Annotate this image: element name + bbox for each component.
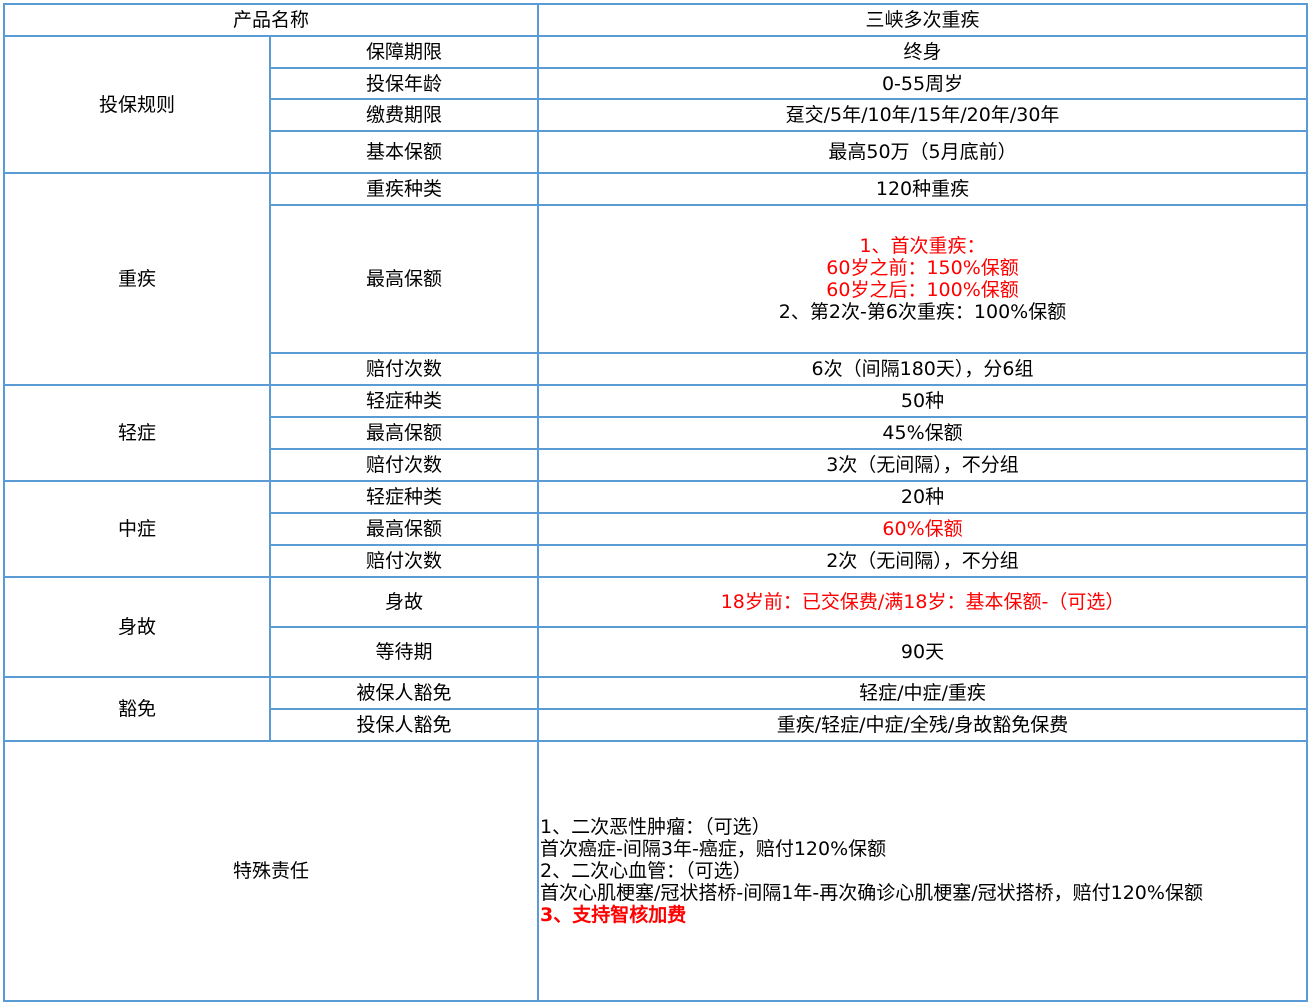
row-label: 被保人豁免 [268, 676, 540, 710]
critical-max-line: 2、第2次-第6次重疾：100%保额 [778, 301, 1067, 323]
row-label: 重疾种类 [268, 172, 540, 206]
row-value: 90天 [537, 626, 1309, 678]
row-label: 保障期限 [268, 35, 540, 69]
table-row: 最高保额 60%保额 [4, 512, 1309, 546]
row-label: 投保年龄 [268, 67, 540, 100]
row-value: 18岁前：已交保费/满18岁：基本保额-（可选） [537, 576, 1309, 628]
row-value: 终身 [537, 35, 1309, 69]
group-label-waiver: 豁免 [3, 676, 271, 742]
row-value: 最高50万（5月底前） [537, 130, 1309, 174]
row-value: 120种重疾 [537, 172, 1309, 206]
group-label-death: 身故 [3, 576, 271, 678]
table-row: 基本保额 最高50万（5月底前） [4, 130, 1309, 174]
table-row: 赔付次数 6次（间隔180天），分6组 [4, 352, 1309, 386]
row-value: 3次（无间隔），不分组 [537, 448, 1309, 482]
group-label-mild: 轻症 [3, 384, 271, 482]
product-comparison-table: 产品名称 三峡多次重疾 投保规则 保障期限 终身 投保年龄 0-55周岁 缴费期… [2, 3, 1309, 1002]
table-row: 赔付次数 3次（无间隔），不分组 [4, 448, 1309, 482]
row-label: 最高保额 [268, 512, 540, 546]
row-value: 20种 [537, 480, 1309, 514]
row-value: 重疾/轻症/中症/全残/身故豁免保费 [537, 708, 1309, 742]
row-value: 轻症/中症/重疾 [537, 676, 1309, 710]
critical-max-line: 60岁之后：100%保额 [826, 279, 1019, 301]
table-row: 中症 轻症种类 20种 [3, 480, 1309, 578]
table-row: 重疾 重疾种类 120种重疾 [3, 172, 1309, 386]
special-value: 1、二次恶性肿瘤：（可选） 首次癌症-间隔3年-癌症，赔付120%保额 2、二次… [537, 740, 1309, 1002]
row-value: 50种 [537, 384, 1309, 418]
critical-max-line: 1、首次重疾： [859, 235, 986, 257]
row-label: 轻症种类 [268, 480, 540, 514]
table-row: 投保年龄 0-55周岁 [4, 67, 1309, 100]
product-name: 三峡多次重疾 [537, 3, 1309, 37]
special-line: 首次心肌梗塞/冠状搭桥-间隔1年-再次确诊心肌梗塞/冠状搭桥，赔付120%保额 [540, 882, 1203, 904]
row-label: 最高保额 [268, 204, 540, 354]
critical-max-value: 1、首次重疾： 60岁之前：150%保额 60岁之后：100%保额 2、第2次-… [537, 204, 1309, 354]
table-row: 身故 身故 18岁前：已交保费/满18岁：基本保额-（可选） [3, 576, 1309, 678]
group-label-rules: 投保规则 [3, 35, 271, 174]
special-line: 首次癌症-间隔3年-癌症，赔付120%保额 [540, 838, 887, 860]
table-row: 特殊责任 1、二次恶性肿瘤：（可选） 首次癌症-间隔3年-癌症，赔付120%保额… [2, 740, 1309, 1002]
group-label-moderate: 中症 [3, 480, 271, 578]
row-label: 赔付次数 [268, 448, 540, 482]
special-line: 2、二次心血管：（可选） [540, 860, 752, 882]
row-label: 赔付次数 [268, 352, 540, 386]
row-value: 6次（间隔180天），分6组 [537, 352, 1309, 386]
header-label: 产品名称 [2, 3, 540, 37]
row-label: 身故 [268, 576, 540, 628]
row-value: 60%保额 [537, 512, 1309, 546]
table-row: 缴费期限 趸交/5年/10年/15年/20年/30年 [4, 98, 1309, 132]
table-row: 轻症 轻症种类 50种 [3, 384, 1309, 482]
row-value: 2次（无间隔），不分组 [537, 544, 1309, 578]
special-label: 特殊责任 [2, 740, 540, 1002]
row-value: 趸交/5年/10年/15年/20年/30年 [537, 98, 1309, 132]
row-label: 赔付次数 [268, 544, 540, 578]
table-row: 最高保额 1、首次重疾： 60岁之前：150%保额 60岁之后：100%保额 2… [4, 204, 1309, 354]
row-value: 45%保额 [537, 416, 1309, 450]
table-row: 最高保额 45%保额 [4, 416, 1309, 450]
row-label: 投保人豁免 [268, 708, 540, 742]
special-highlight: 3、支持智核加费 [540, 904, 687, 926]
special-line: 1、二次恶性肿瘤：（可选） [540, 816, 771, 838]
row-label: 等待期 [268, 626, 540, 678]
critical-max-line: 60岁之前：150%保额 [826, 257, 1019, 279]
row-label: 最高保额 [268, 416, 540, 450]
row-label: 缴费期限 [268, 98, 540, 132]
table-row: 产品名称 三峡多次重疾 [2, 3, 1309, 37]
group-label-critical: 重疾 [3, 172, 271, 386]
table-row: 等待期 90天 [4, 626, 1309, 678]
row-label: 基本保额 [268, 130, 540, 174]
table-row: 赔付次数 2次（无间隔），不分组 [4, 544, 1309, 578]
table-row: 豁免 被保人豁免 轻症/中症/重疾 [3, 676, 1309, 742]
table-row: 投保规则 保障期限 终身 [3, 35, 1309, 174]
table-row: 投保人豁免 重疾/轻症/中症/全残/身故豁免保费 [4, 708, 1309, 742]
row-label: 轻症种类 [268, 384, 540, 418]
row-value: 0-55周岁 [537, 67, 1309, 100]
